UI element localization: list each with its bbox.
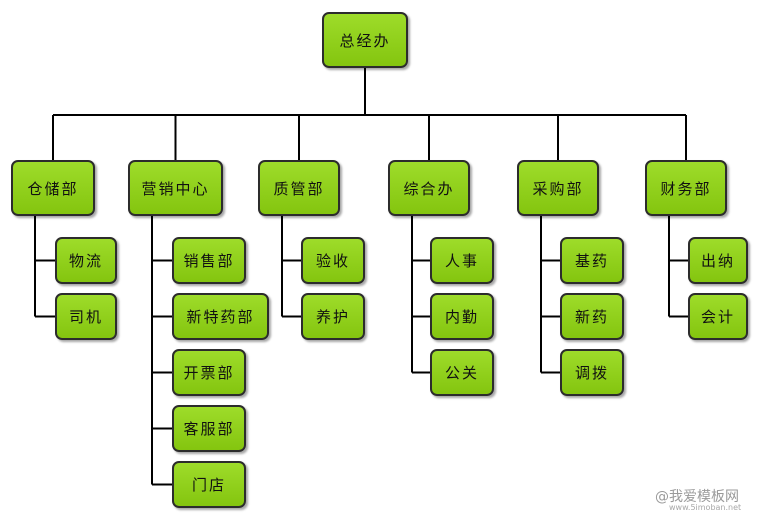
child-node-3-0: 人事: [430, 237, 494, 284]
watermark-text: @我爱模板网: [655, 489, 739, 505]
child-node-0-0: 物流: [55, 237, 117, 284]
child-node-0-1: 司机: [55, 293, 117, 340]
watermark-url: www.5imoban.net: [669, 503, 742, 512]
child-node-2-0: 验收: [301, 237, 365, 284]
dept-node-3: 综合办: [388, 160, 470, 216]
connector-lines: [34, 68, 688, 486]
child-node-5-1: 会计: [688, 293, 748, 340]
child-node-1-0: 销售部: [172, 237, 246, 284]
child-node-3-1: 内勤: [430, 293, 494, 340]
child-node-1-1: 新特药部: [172, 293, 269, 340]
child-node-5-0: 出纳: [688, 237, 748, 284]
dept-node-1: 营销中心: [128, 160, 223, 216]
top-node: 总经办: [322, 12, 408, 68]
child-node-4-1: 新药: [560, 293, 624, 340]
child-node-1-2: 开票部: [172, 349, 246, 396]
dept-node-0: 仓储部: [11, 160, 95, 216]
child-node-1-4: 门店: [172, 461, 246, 508]
child-node-3-2: 公关: [430, 349, 494, 396]
dept-node-4: 采购部: [517, 160, 599, 216]
child-node-4-2: 调拨: [560, 349, 624, 396]
watermark: @我爱模板网 www.5imoban.net: [655, 486, 741, 512]
child-node-4-0: 基药: [560, 237, 624, 284]
dept-node-2: 质管部: [258, 160, 340, 216]
dept-node-5: 财务部: [645, 160, 727, 216]
child-node-1-3: 客服部: [172, 405, 246, 452]
child-node-2-1: 养护: [301, 293, 365, 340]
